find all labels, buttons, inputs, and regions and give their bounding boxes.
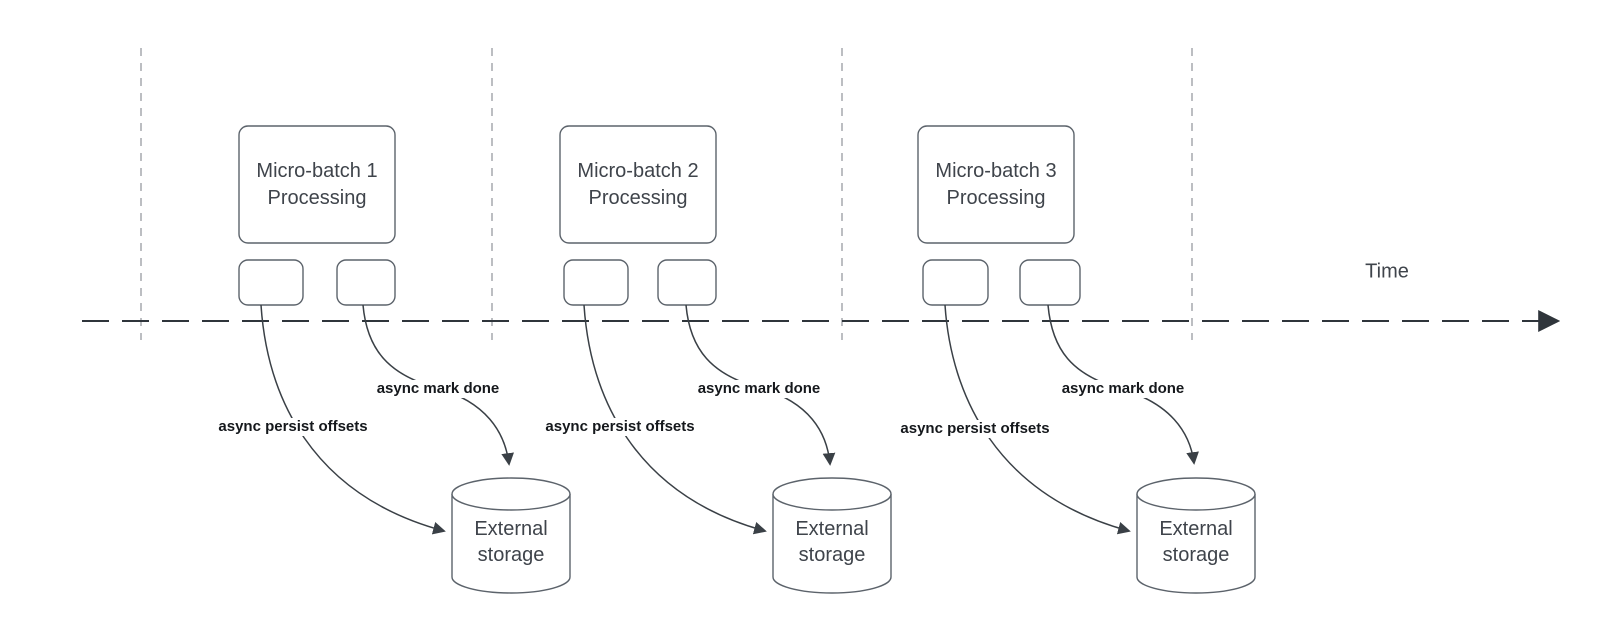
batch-1-external-storage-cylinder-top [451,477,571,511]
batch-1-subtask-rect-left [238,259,304,306]
micro-batch-2-box [559,125,717,244]
batch-2-external-storage-cylinder-top [772,477,892,511]
batch-3-persist-offsets-label: async persist offsets [897,420,1053,438]
micro-batch-1-box [238,125,396,244]
batch-1-group [238,125,571,594]
batch-1-external-storage-cylinder-body [451,494,571,594]
batch-1-mark-done-label: async mark done [373,380,503,398]
batch-3-external-storage-cylinder-top [1136,477,1256,511]
batch-3-mark-done-label: async mark done [1058,380,1188,398]
batch-3-persist-offsets-arrow [944,304,1131,535]
batch-1-persist-offsets-label: async persist offsets [215,418,371,436]
batch-1-persist-offsets-arrow [260,304,446,535]
batch-2-persist-offsets-label: async persist offsets [542,418,698,436]
batch-2-persist-offsets-arrow [583,304,767,535]
batch-2-mark-done-label: async mark done [694,380,824,398]
batch-2-subtask-rect-right [657,259,717,306]
batch-3-subtask-rect-right [1019,259,1081,306]
batch-3-subtask-rect-left [922,259,989,306]
batch-2-external-storage-cylinder-body [772,494,892,594]
batch-2-group [559,125,892,594]
batch-1-subtask-rect-right [336,259,396,306]
batch-2-subtask-rect-left [563,259,629,306]
batch-3-external-storage-cylinder-body [1136,494,1256,594]
time-axis-label: Time [1365,260,1409,283]
batch-3-group [917,125,1256,594]
micro-batch-3-box [917,125,1075,244]
